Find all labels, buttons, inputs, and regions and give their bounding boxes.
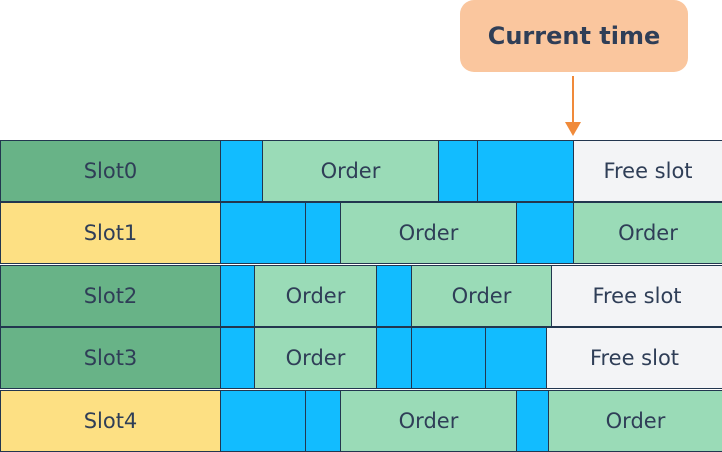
current-time-arrow-line [572, 76, 574, 124]
order-segment: Order [254, 264, 377, 327]
order-segment: Order [548, 389, 722, 452]
slot-label: Slot4 [0, 389, 221, 452]
current-time-arrow-head-icon [565, 122, 581, 136]
order-segment: Order [573, 202, 722, 265]
slot-label: Slot3 [0, 327, 221, 390]
order-segment: Order [262, 140, 439, 202]
busy-segment [220, 202, 306, 265]
busy-segment [477, 140, 574, 202]
busy-segment [376, 327, 412, 390]
order-segment: Order [340, 202, 517, 265]
busy-segment [305, 389, 341, 452]
segment-label: Order [605, 408, 666, 433]
busy-segment [305, 202, 341, 265]
current-time-label: Current time [487, 22, 661, 50]
busy-segment [411, 327, 486, 390]
free-slot-segment: Free slot [546, 327, 722, 390]
slot-row: Slot2 Order Order Free slot [0, 264, 722, 327]
segment-label: Order [618, 221, 678, 246]
order-segment: Order [254, 327, 377, 390]
busy-segment [220, 327, 255, 390]
busy-segment [220, 389, 306, 452]
segment-label: Order [285, 283, 346, 308]
free-slot-segment: Free slot [573, 140, 722, 202]
slot-row: Slot4 Order Order [0, 389, 722, 452]
current-time-callout: Current time [460, 0, 688, 72]
slot-label: Slot0 [0, 140, 221, 202]
order-segment: Order [340, 389, 517, 452]
busy-segment [220, 264, 255, 327]
busy-segment [516, 202, 574, 265]
slot-label: Slot1 [0, 202, 221, 265]
segment-label: Free slot [589, 346, 680, 371]
slot-row: Slot0 Order Free slot [0, 140, 722, 202]
segment-label: Order [285, 346, 346, 371]
slot-label: Slot2 [0, 264, 221, 327]
busy-segment [376, 264, 412, 327]
slot-row: Slot3 Order Free slot [0, 327, 722, 390]
segment-label: Free slot [592, 283, 682, 308]
busy-segment [220, 140, 263, 202]
free-slot-segment: Free slot [551, 264, 722, 327]
busy-segment [438, 140, 478, 202]
segment-label: Order [398, 221, 459, 246]
slot-row: Slot1 Order Order [0, 202, 722, 265]
busy-segment [485, 327, 547, 390]
order-segment: Order [411, 264, 552, 327]
segment-label: Order [320, 159, 381, 183]
busy-segment [516, 389, 549, 452]
segment-label: Order [398, 408, 459, 433]
segment-label: Free slot [603, 159, 693, 183]
segment-label: Order [451, 283, 512, 308]
